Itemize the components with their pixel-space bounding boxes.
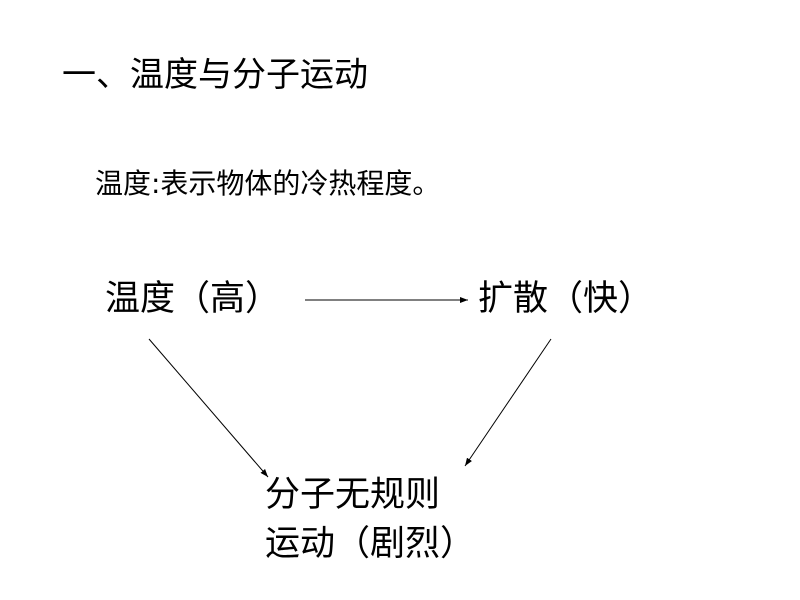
node-temperature-high: 温度（高） bbox=[105, 279, 281, 319]
node-molecular-motion-line2: 运动（剧烈） bbox=[265, 524, 476, 564]
node-molecular-motion-line1: 分子无规则 bbox=[265, 475, 441, 515]
slide-title: 一、温度与分子运动 bbox=[62, 55, 368, 95]
temperature-definition: 温度:表示物体的冷热程度。 bbox=[95, 167, 441, 200]
arrow-temperature-to-motion bbox=[148, 338, 269, 478]
node-diffusion-fast: 扩散（快） bbox=[478, 279, 654, 319]
arrow-diffusion-to-motion bbox=[464, 338, 552, 467]
